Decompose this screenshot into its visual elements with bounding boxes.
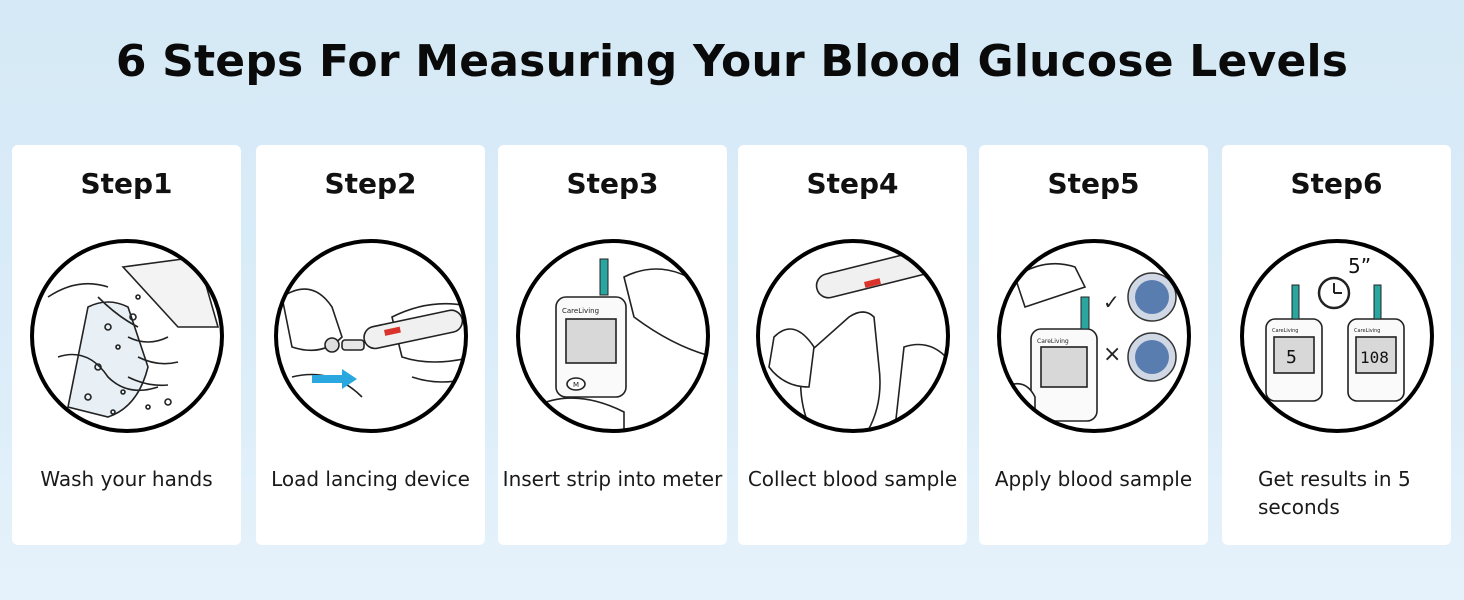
step-caption: Get results in 5 seconds	[1258, 467, 1411, 519]
collect-sample-illustration	[754, 237, 952, 435]
step-caption: Insert strip into meter	[502, 467, 723, 491]
step-card-2: Step2 Load lancing device	[256, 145, 485, 545]
step-card-1: Step1 Wash your hands	[12, 145, 241, 545]
timer-label: 5”	[1348, 254, 1371, 278]
meter-brand-label: CareLiving	[1272, 328, 1298, 334]
meter-result-right: 108	[1360, 348, 1389, 367]
step-title: Step4	[806, 167, 899, 200]
step-card-6: Step6 5” 5 108 CareLiving CareLiving Get…	[1222, 145, 1451, 545]
meter-brand-label: CareLiving	[1354, 328, 1380, 334]
step-title: Step1	[80, 167, 173, 200]
step-title: Step6	[1290, 167, 1383, 200]
step-caption: Collect blood sample	[747, 467, 958, 491]
meter-button-label: M	[573, 381, 579, 389]
correct-mark: ✓	[1103, 290, 1120, 314]
meter-brand-label: CareLiving	[1037, 338, 1069, 345]
step-title: Step5	[1047, 167, 1140, 200]
results-illustration: 5” 5 108 CareLiving CareLiving	[1238, 237, 1436, 435]
step-card-4: Step4 Collect blood sample	[738, 145, 967, 545]
apply-sample-illustration: ✓ × CareLiving	[995, 237, 1193, 435]
step-caption: Load lancing device	[271, 467, 470, 491]
lancing-device-illustration	[272, 237, 470, 435]
step-title: Step3	[566, 167, 659, 200]
meter-brand-label: CareLiving	[562, 307, 599, 315]
wrong-mark: ×	[1103, 342, 1121, 367]
step-card-5: Step5 ✓ × CareLiving Apply blood sample	[979, 145, 1208, 545]
insert-strip-illustration: CareLiving M	[514, 237, 712, 435]
page-title: 6 Steps For Measuring Your Blood Glucose…	[115, 36, 1349, 87]
wash-hands-illustration	[28, 237, 226, 435]
step-title: Step2	[324, 167, 417, 200]
meter-result-left: 5	[1286, 347, 1297, 368]
step-card-3: Step3 CareLiving M Insert strip into met…	[498, 145, 727, 545]
step-caption: Apply blood sample	[994, 467, 1193, 491]
step-caption: Wash your hands	[40, 467, 213, 491]
